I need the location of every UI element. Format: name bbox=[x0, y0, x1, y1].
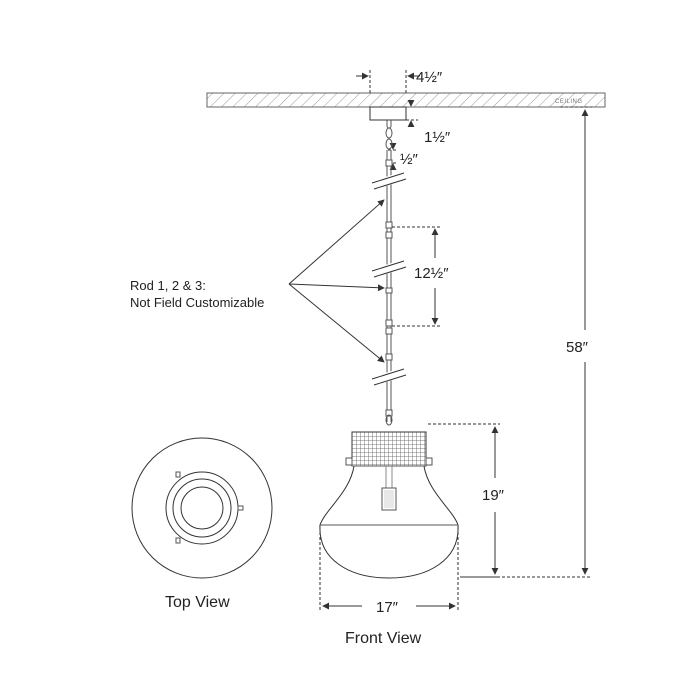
fixture-width-dimension: 17″ bbox=[319, 527, 459, 616]
canopy-width-dimension: 4½″ bbox=[356, 69, 443, 94]
fixture-height-dimension: 19″ bbox=[428, 423, 505, 578]
rod-note-leaders bbox=[288, 199, 385, 363]
chain-link-dimension: ½″ bbox=[388, 142, 419, 171]
rod-length-dimension: 12½″ bbox=[392, 226, 449, 327]
rod-note-line1: Rod 1, 2 & 3: bbox=[130, 278, 206, 293]
top-view-caption: Top View bbox=[165, 594, 230, 611]
overall-height-dimension: 58″ bbox=[462, 106, 592, 578]
canopy-height-dimension: 1½″ bbox=[406, 99, 451, 146]
front-view-fixture bbox=[319, 431, 459, 579]
rod-note-line2: Not Field Customizable bbox=[130, 295, 264, 310]
canopy-height-label: 1½″ bbox=[424, 129, 451, 146]
fixture-width-label: 17″ bbox=[376, 599, 399, 616]
pendant-rod bbox=[385, 120, 393, 426]
rod-break-marks bbox=[371, 170, 407, 387]
overall-height-label: 58″ bbox=[566, 339, 589, 356]
rod-length-label: 12½″ bbox=[414, 265, 449, 282]
ceiling-label: CEILING bbox=[555, 99, 583, 105]
canopy bbox=[369, 106, 407, 121]
ceiling: CEILING bbox=[206, 92, 606, 108]
chain-link-label: ½″ bbox=[400, 151, 419, 168]
top-view-fixture bbox=[131, 437, 273, 579]
front-view-caption: Front View bbox=[345, 630, 422, 647]
canopy-width-label: 4½″ bbox=[416, 69, 443, 86]
fixture-height-label: 19″ bbox=[482, 487, 505, 504]
